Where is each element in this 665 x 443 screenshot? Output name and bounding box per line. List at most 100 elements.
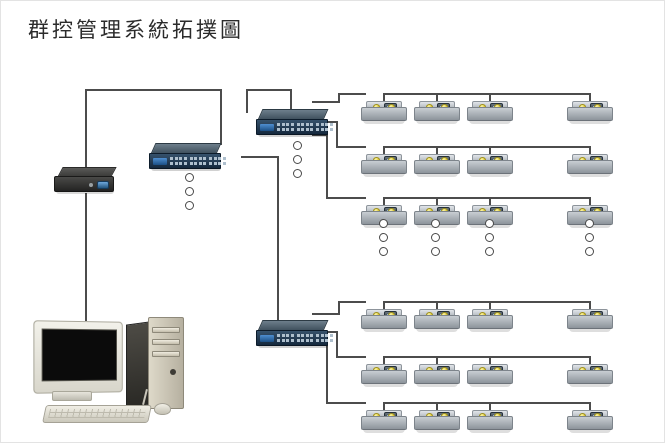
wire-trunk-upper-right	[246, 89, 292, 91]
wire-drop-stub	[589, 197, 591, 205]
terminal-device[interactable]	[467, 101, 513, 125]
wire-top-r2-v	[336, 121, 338, 148]
core-switch[interactable]	[149, 143, 226, 171]
wire-bus-segment	[489, 146, 589, 148]
terminal-device[interactable]	[567, 410, 613, 434]
terminal-shadow	[569, 383, 611, 387]
access-switch-bottom[interactable]	[256, 320, 333, 348]
terminal-device[interactable]	[361, 309, 407, 333]
wire-drop-stub	[489, 402, 491, 410]
switch-shadow	[258, 345, 328, 348]
terminal-chassis	[414, 107, 460, 121]
wire-bus-segment	[436, 146, 489, 148]
monitor-stand	[52, 391, 92, 401]
wire-bot-sw-out-r1	[312, 313, 340, 315]
ellipsis-under-access-switch-top	[293, 141, 302, 178]
terminal-device[interactable]	[467, 154, 513, 178]
router-led	[89, 183, 93, 187]
ellipsis-terminal-column-3	[485, 219, 494, 256]
wire-bus-segment	[436, 356, 489, 358]
wire-top-sw-out-r1	[312, 101, 340, 103]
terminal-chassis	[567, 160, 613, 174]
terminal-device[interactable]	[567, 154, 613, 178]
ellipsis-dot	[185, 187, 194, 196]
wire-core-out	[241, 156, 279, 158]
keyboard[interactable]	[42, 405, 152, 423]
wire-top-r3-v	[326, 134, 328, 199]
wire-access-top-drop	[290, 89, 292, 111]
router-front-face	[54, 176, 114, 192]
terminal-chassis	[467, 370, 513, 384]
terminal-chassis	[567, 416, 613, 430]
wire-drop-stub	[489, 356, 491, 364]
pc-tower	[126, 317, 186, 409]
wire-bot-r1-v	[338, 301, 340, 315]
wire-to-core-switch	[220, 89, 222, 145]
wire-trunk-top	[85, 89, 222, 91]
switch-brand-badge	[260, 124, 274, 131]
terminal-device[interactable]	[467, 309, 513, 333]
terminal-device[interactable]	[567, 309, 613, 333]
terminal-device[interactable]	[414, 309, 460, 333]
ellipsis-dot	[293, 141, 302, 150]
switch-port-array	[277, 334, 333, 342]
terminal-shadow	[469, 383, 511, 387]
terminal-device[interactable]	[567, 364, 613, 388]
tower-drive-bay	[152, 351, 180, 357]
mouse[interactable]	[154, 403, 171, 415]
terminal-chassis	[414, 315, 460, 329]
terminal-device[interactable]	[414, 410, 460, 434]
terminal-chassis	[567, 370, 613, 384]
wire-drop-stub	[436, 93, 438, 101]
monitor	[33, 320, 123, 394]
terminal-shadow	[363, 328, 405, 332]
wire-drop-stub	[589, 402, 591, 410]
ellipsis-dot	[431, 247, 440, 256]
router-shadow	[56, 191, 114, 194]
terminal-device[interactable]	[361, 101, 407, 125]
wire-bus-segment	[383, 93, 436, 95]
tower-drive-bay	[152, 339, 180, 345]
router-appliance[interactable]	[54, 167, 117, 195]
terminal-device[interactable]	[361, 364, 407, 388]
terminal-shadow	[363, 173, 405, 177]
terminal-device[interactable]	[361, 154, 407, 178]
wire-drop-stub	[589, 93, 591, 101]
access-switch-top[interactable]	[256, 109, 333, 137]
wire-core-down	[277, 156, 279, 324]
wire-bus-segment	[489, 93, 589, 95]
terminal-device[interactable]	[567, 101, 613, 125]
wire-drop-stub	[436, 146, 438, 154]
terminal-device[interactable]	[467, 364, 513, 388]
tower-side-panel	[126, 321, 150, 409]
wire-drop-stub	[489, 93, 491, 101]
terminal-chassis	[361, 160, 407, 174]
terminal-device[interactable]	[414, 101, 460, 125]
ellipsis-dot	[585, 247, 594, 256]
terminal-device[interactable]	[414, 364, 460, 388]
wire-bot-r1-bus-left	[338, 301, 366, 303]
wire-drop-stub	[436, 356, 438, 364]
terminal-chassis	[414, 160, 460, 174]
monitor-screen	[41, 328, 118, 382]
wire-top-r2-bus-left	[336, 146, 366, 148]
switch-shadow	[258, 134, 328, 137]
terminal-device[interactable]	[414, 154, 460, 178]
terminal-chassis	[414, 370, 460, 384]
tower-drive-bay	[152, 327, 180, 333]
switch-port-array	[170, 157, 226, 165]
wire-router-to-pc	[85, 193, 87, 321]
terminal-device[interactable]	[361, 410, 407, 434]
wire-bus-segment	[489, 197, 589, 199]
switch-front-face	[256, 119, 333, 135]
wire-drop-stub	[383, 197, 385, 205]
wire-bus-segment	[383, 301, 436, 303]
router-port	[97, 181, 109, 189]
power-button-icon[interactable]	[170, 369, 176, 375]
terminal-device[interactable]	[467, 410, 513, 434]
management-pc[interactable]	[26, 313, 191, 433]
ellipsis-dot	[379, 219, 388, 228]
terminal-shadow	[569, 429, 611, 433]
ellipsis-under-core-switch	[185, 173, 194, 210]
ellipsis-dot	[585, 219, 594, 228]
